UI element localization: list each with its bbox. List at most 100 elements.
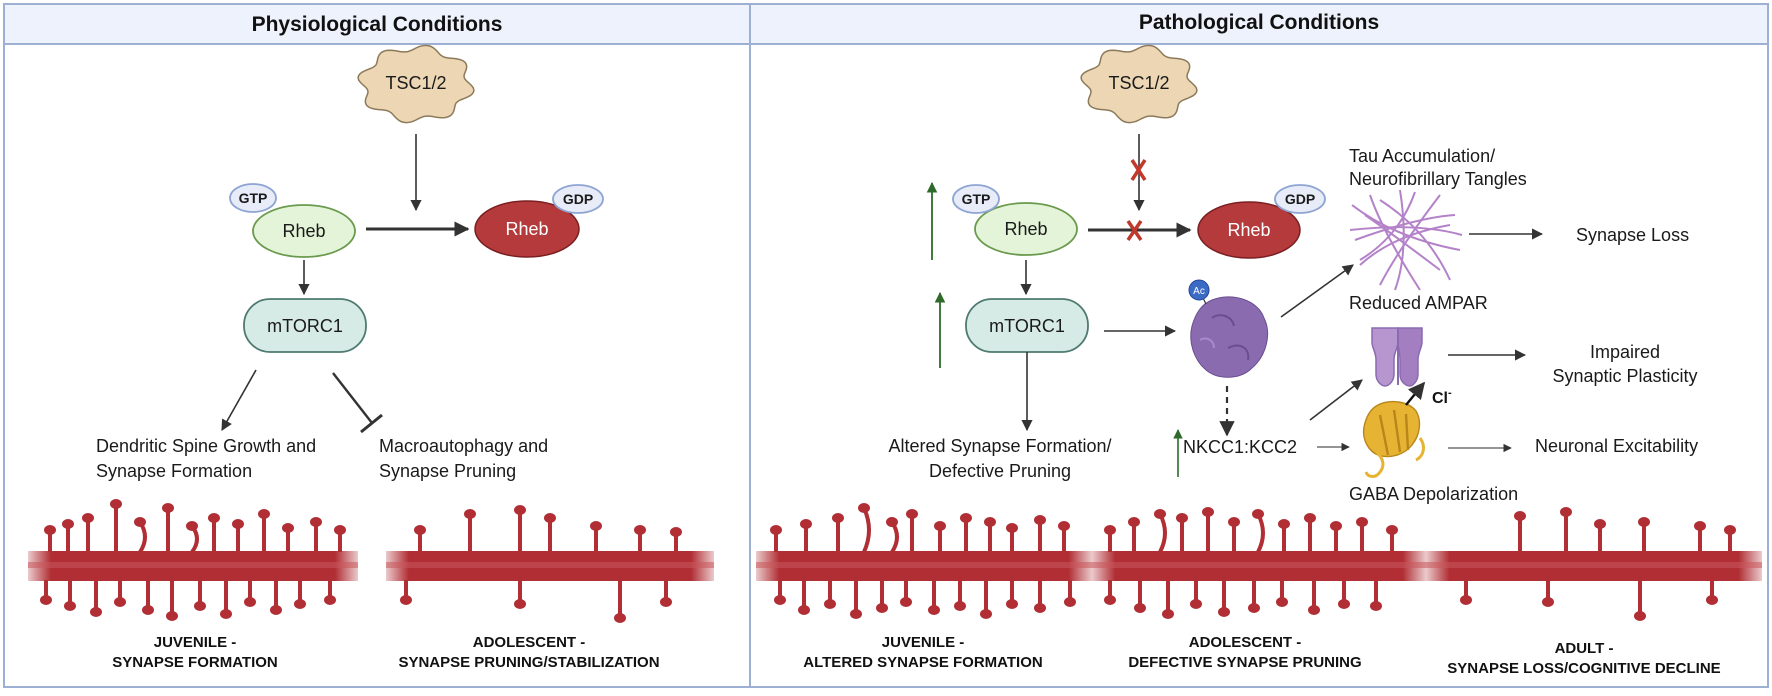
dendrite-highlight — [28, 562, 358, 568]
phys-rheb-inactive-label: Rheb — [505, 219, 548, 239]
phys-outcome-right-1: Macroautophagy and — [379, 436, 548, 456]
tau-label-2: Neurofibrillary Tangles — [1349, 169, 1527, 189]
phys-mtorc1-node: mTORC1 — [243, 298, 367, 353]
phys-gtp-pill: GTP — [229, 183, 277, 213]
tangle-fiber — [1364, 214, 1441, 271]
spine-head — [208, 513, 220, 523]
spine-head — [770, 525, 782, 535]
spine-head — [1252, 509, 1264, 519]
spine-head — [62, 519, 74, 529]
phys-gdp-label: GDP — [563, 191, 593, 207]
spine-head — [1638, 517, 1650, 527]
phys-rheb-active-label: Rheb — [282, 221, 325, 241]
path-stage3-line1: ADULT - — [1555, 640, 1614, 657]
spine-head — [1338, 599, 1350, 609]
phys-stage2-line2: SYNAPSE PRUNING/STABILIZATION — [398, 654, 659, 671]
phys-juvenile-dendrite — [28, 499, 358, 621]
path-adult-dendrite — [1426, 507, 1762, 621]
gaba-label: GABA Depolarization — [1349, 484, 1518, 504]
spine-head — [614, 613, 626, 623]
spine-head — [858, 503, 870, 513]
spine-head — [44, 525, 56, 535]
spine-head — [142, 605, 154, 615]
spine-head — [954, 601, 966, 611]
spine-head — [670, 527, 682, 537]
spine-head — [220, 609, 232, 619]
spine-head — [282, 523, 294, 533]
spine-head — [64, 601, 76, 611]
spine-head — [1276, 597, 1288, 607]
ac-label: Ac — [1193, 286, 1205, 297]
spine-head — [1162, 609, 1174, 619]
spine-head — [1542, 597, 1554, 607]
spine-head — [166, 611, 178, 621]
phys-adolescent-dendrite — [386, 505, 714, 623]
impaired-label-1: Impaired — [1590, 342, 1660, 362]
dendrite-highlight — [386, 562, 714, 568]
spine-head — [90, 607, 102, 617]
path-stage2-line2: DEFECTIVE SYNAPSE PRUNING — [1128, 654, 1361, 671]
spine-head — [544, 513, 556, 523]
phys-outcome-right-2: Synapse Pruning — [379, 461, 516, 481]
path-gdp-label: GDP — [1285, 191, 1315, 207]
phys-outcome-left-2: Synapse Formation — [96, 461, 252, 481]
phys-rheb-inactive: Rheb — [474, 200, 580, 258]
path-gtp-label: GTP — [962, 191, 991, 207]
spine-head — [334, 525, 346, 535]
spine-head — [310, 517, 322, 527]
spine-head — [984, 517, 996, 527]
spine-head — [1386, 525, 1398, 535]
spine-head — [1370, 601, 1382, 611]
dendrite-highlight — [1426, 562, 1762, 568]
spine-head — [876, 603, 888, 613]
tangle-fiber — [1379, 194, 1441, 286]
spine-head — [1248, 603, 1260, 613]
path-stage2-line1: ADOLESCENT - — [1189, 634, 1302, 651]
spine-head — [1104, 525, 1116, 535]
spine-head — [1460, 595, 1472, 605]
spine-head — [514, 505, 526, 515]
spine-head — [400, 595, 412, 605]
spine-head — [1694, 521, 1706, 531]
phys-tsc-node: TSC1/2 — [357, 44, 475, 124]
spine-head — [114, 597, 126, 607]
spine-head — [464, 509, 476, 519]
spine-head — [1034, 603, 1046, 613]
path-stage3-line2: SYNAPSE LOSS/COGNITIVE DECLINE — [1447, 660, 1720, 677]
spine-head — [1006, 523, 1018, 533]
spine-head — [514, 599, 526, 609]
tangle-fiber — [1349, 226, 1463, 236]
spine-head — [1064, 597, 1076, 607]
spine-head — [1724, 525, 1736, 535]
spine-head — [1278, 519, 1290, 529]
tangle-fiber — [1354, 214, 1456, 241]
spine-head — [244, 597, 256, 607]
tangle-fiber — [1359, 191, 1416, 261]
spine-head — [270, 605, 282, 615]
spine-head — [82, 513, 94, 523]
phys-spine-growth-arrow — [221, 369, 257, 431]
excitability-label: Neuronal Excitability — [1535, 436, 1698, 456]
phys-stage1-line1: JUVENILE - — [154, 634, 237, 651]
synapse-loss-label: Synapse Loss — [1576, 225, 1689, 245]
phys-mtorc1-label: mTORC1 — [267, 316, 343, 336]
spine-head — [1356, 517, 1368, 527]
path-stage1-line2: ALTERED SYNAPSE FORMATION — [803, 654, 1042, 671]
spine-head — [1190, 599, 1202, 609]
path-conversion-block-x-icon — [1126, 220, 1143, 241]
phys-gdp-pill: GDP — [552, 184, 604, 214]
path-gtp-pill: GTP — [952, 184, 1000, 214]
spine-head — [1330, 521, 1342, 531]
path-rheb-active: Rheb — [974, 202, 1078, 256]
neurofibrillary-tangle-icon — [1349, 189, 1463, 291]
spine-head — [900, 597, 912, 607]
spine-head — [40, 595, 52, 605]
spine-head — [928, 605, 940, 615]
spine-head — [1634, 611, 1646, 621]
path-juvenile-dendrite — [756, 503, 1092, 619]
spine-head — [906, 509, 918, 519]
spine-head — [1228, 517, 1240, 527]
phys-tsc-label: TSC1/2 — [385, 73, 446, 93]
path-mtorc1-node: mTORC1 — [965, 298, 1089, 353]
path-mtorc1-label: mTORC1 — [989, 316, 1065, 336]
